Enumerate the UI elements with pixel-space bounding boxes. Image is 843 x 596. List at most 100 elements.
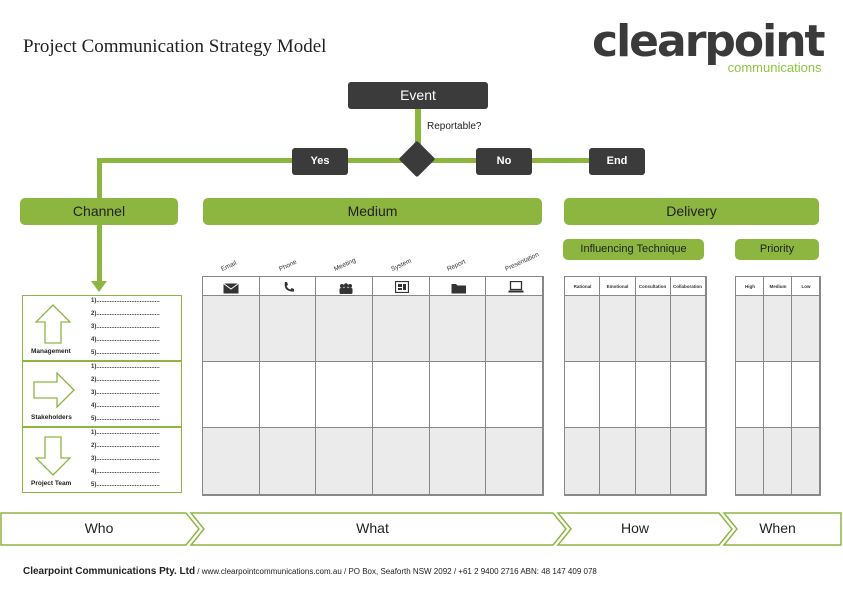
influencing-table: Rational Emotional Consultation Collabor… bbox=[564, 276, 707, 496]
band-who bbox=[0, 512, 200, 546]
band-what bbox=[189, 512, 567, 546]
who-label: Project Team bbox=[31, 480, 72, 487]
influencing-col-label: Rational bbox=[573, 284, 592, 289]
medium-cell bbox=[203, 362, 260, 428]
priority-cell bbox=[764, 277, 792, 296]
reportable-label: Reportable? bbox=[427, 121, 482, 132]
medium-cell bbox=[259, 296, 317, 362]
connector-channel-down bbox=[97, 225, 102, 283]
band-when-label: When bbox=[759, 520, 796, 536]
meeting-icon bbox=[338, 281, 354, 299]
medium-col-label: Report bbox=[446, 258, 467, 273]
priority-col-label: Low bbox=[801, 284, 811, 289]
priority-cell bbox=[736, 277, 764, 296]
laptop-icon bbox=[508, 280, 524, 298]
medium-cell bbox=[429, 277, 487, 296]
medium-header: Medium bbox=[203, 198, 542, 225]
priority-col-label: Medium bbox=[769, 284, 787, 289]
medium-cell bbox=[316, 428, 373, 495]
decision-diamond bbox=[398, 140, 436, 178]
who-box-stakeholders: Stakeholders 1).........................… bbox=[22, 361, 182, 427]
medium-cell bbox=[486, 296, 543, 362]
list-line: 5)...................................... bbox=[91, 482, 160, 488]
priority-cell bbox=[792, 362, 820, 428]
medium-cell bbox=[316, 362, 373, 428]
influencing-cell bbox=[565, 296, 601, 362]
medium-cell bbox=[259, 428, 317, 495]
medium-cell bbox=[203, 428, 260, 495]
priority-cell bbox=[736, 296, 764, 362]
influencing-cell bbox=[635, 296, 671, 362]
medium-col-label: Email bbox=[220, 259, 238, 273]
channel-header: Channel bbox=[20, 198, 178, 225]
priority-cell bbox=[764, 296, 792, 362]
influencing-cell bbox=[600, 296, 636, 362]
medium-cell bbox=[316, 296, 373, 362]
medium-cell bbox=[373, 362, 430, 428]
list-line: 1)...................................... bbox=[91, 364, 160, 370]
medium-cell bbox=[486, 362, 543, 428]
priority-cell bbox=[764, 428, 792, 495]
priority-cell bbox=[736, 362, 764, 428]
medium-table bbox=[202, 276, 544, 496]
medium-cell bbox=[486, 428, 543, 495]
footer: Clearpoint Communications Pty. Ltd / www… bbox=[23, 566, 597, 577]
list-line: 2)...................................... bbox=[91, 377, 160, 383]
medium-col-label: Meeting bbox=[333, 256, 357, 273]
footer-company: Clearpoint Communications Pty. Ltd bbox=[23, 566, 196, 577]
medium-cell bbox=[203, 277, 260, 296]
email-icon bbox=[223, 281, 239, 299]
list-line: 5)...................................... bbox=[91, 416, 160, 422]
footer-details: / www.clearpointcommunications.com.au / … bbox=[195, 567, 597, 576]
medium-col-label: Presentation bbox=[504, 251, 541, 273]
priority-header: Priority bbox=[735, 239, 819, 260]
no-box: No bbox=[476, 148, 532, 175]
end-box: End bbox=[589, 148, 645, 175]
medium-cell bbox=[486, 277, 543, 296]
logo-tagline: communications bbox=[727, 60, 822, 75]
band-what-label: What bbox=[356, 520, 389, 536]
priority-col-label: High bbox=[745, 284, 755, 289]
influencing-cell bbox=[600, 277, 636, 296]
up-arrow-icon bbox=[34, 304, 72, 349]
list-line: 4)...................................... bbox=[91, 469, 160, 475]
band-who-label: Who bbox=[84, 520, 114, 536]
influencing-cell bbox=[670, 296, 706, 362]
arrow-down-icon bbox=[91, 281, 107, 292]
priority-table: High Medium Low bbox=[735, 276, 821, 496]
influencing-cell bbox=[565, 277, 601, 296]
list-line: 2)...................................... bbox=[91, 311, 160, 317]
influencing-col-label: Consultation bbox=[638, 284, 667, 289]
yes-box: Yes bbox=[292, 148, 348, 175]
medium-cell bbox=[429, 296, 487, 362]
event-box: Event bbox=[348, 82, 488, 109]
band-when bbox=[722, 512, 842, 546]
list-line: 2)...................................... bbox=[91, 443, 160, 449]
delivery-header: Delivery bbox=[564, 198, 819, 225]
medium-col-label: System bbox=[390, 257, 413, 273]
medium-col-label: Phone bbox=[278, 258, 299, 273]
list-line: 4)...................................... bbox=[91, 337, 160, 343]
bottom-bands bbox=[0, 512, 842, 546]
influencing-cell bbox=[635, 362, 671, 428]
medium-cell bbox=[373, 277, 430, 296]
medium-cell bbox=[203, 296, 260, 362]
list-line: 3)...................................... bbox=[91, 456, 160, 462]
list-line: 3)...................................... bbox=[91, 324, 160, 330]
medium-cell bbox=[373, 428, 430, 495]
influencing-cell bbox=[600, 362, 636, 428]
influencing-col-label: Collaboration bbox=[673, 284, 702, 289]
influencing-cell bbox=[635, 428, 671, 495]
influencing-cell bbox=[670, 277, 706, 296]
influencing-cell bbox=[670, 428, 706, 495]
who-label: Stakeholders bbox=[31, 414, 72, 421]
priority-cell bbox=[792, 296, 820, 362]
priority-cell bbox=[736, 428, 764, 495]
medium-cell bbox=[259, 362, 317, 428]
logo: clearpoint communications bbox=[592, 18, 826, 76]
list-line: 1)...................................... bbox=[91, 298, 160, 304]
priority-cell bbox=[792, 277, 820, 296]
phone-icon bbox=[283, 280, 295, 298]
list-line: 3)...................................... bbox=[91, 390, 160, 396]
right-arrow-icon bbox=[33, 371, 75, 413]
